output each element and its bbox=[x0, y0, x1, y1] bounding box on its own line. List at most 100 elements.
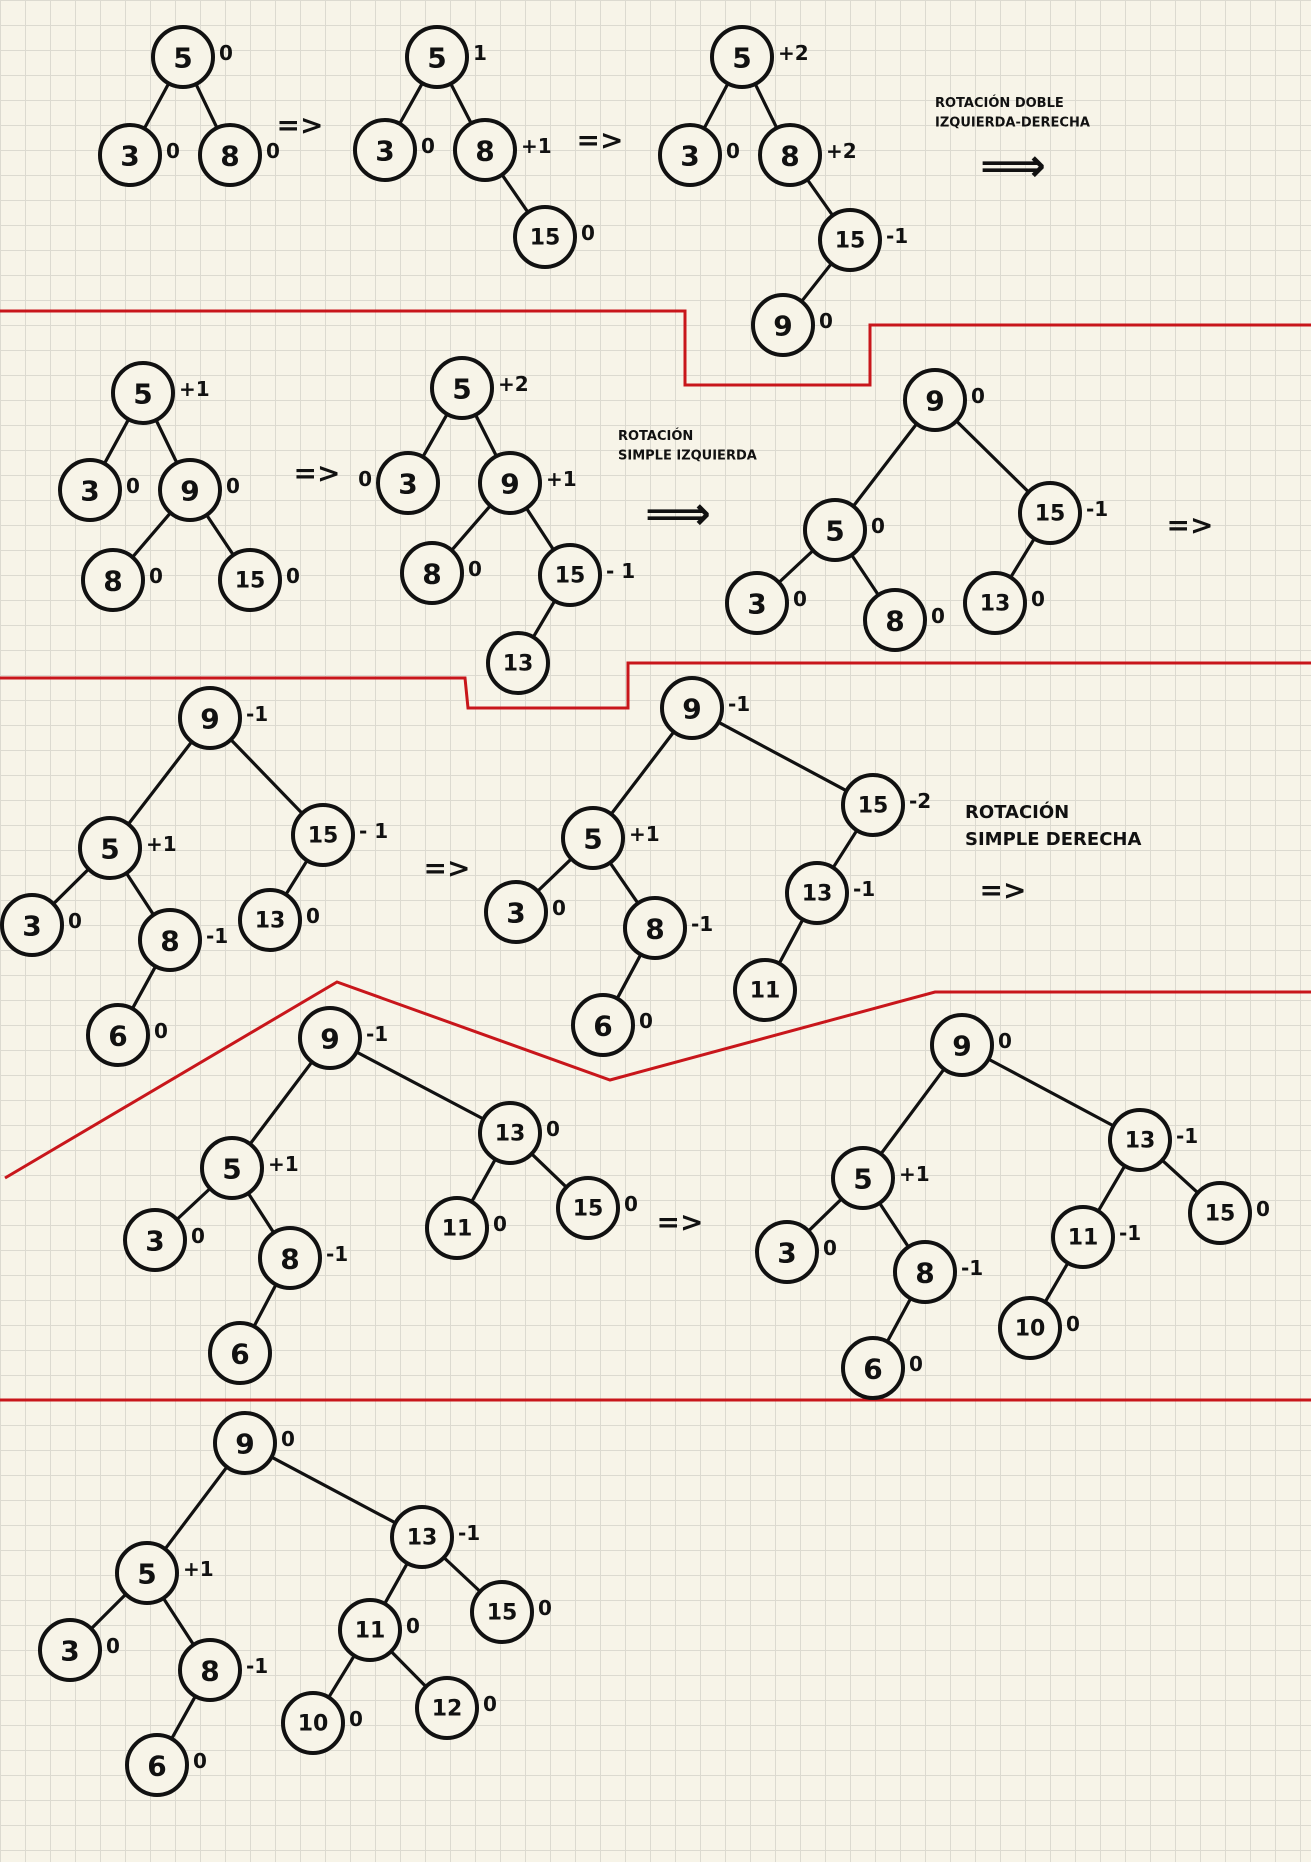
arrow-7: => bbox=[424, 852, 471, 885]
node-key: 9 bbox=[925, 385, 944, 418]
tree-8-edge-3 bbox=[536, 857, 573, 893]
tree-8-node-13: 13-1 bbox=[785, 861, 875, 925]
balance-factor: 0 bbox=[191, 1224, 205, 1248]
balance-factor: 0 bbox=[281, 1427, 295, 1451]
node-key: 5 bbox=[732, 42, 751, 75]
node-key: 15 bbox=[555, 564, 586, 589]
node-key: 9 bbox=[320, 1023, 339, 1056]
tree-8-edge-5 bbox=[831, 828, 859, 870]
node-key: 8 bbox=[103, 565, 122, 598]
balance-factor: +1 bbox=[546, 467, 577, 491]
tree-11-edge-4 bbox=[161, 1596, 196, 1647]
balance-factor: -1 bbox=[366, 1022, 388, 1046]
balance-factor: -1 bbox=[1119, 1221, 1141, 1245]
node-circle bbox=[893, 1240, 957, 1304]
balance-factor: 0 bbox=[149, 564, 163, 588]
tree-4-node-5: 5+1 bbox=[111, 361, 210, 425]
node-key: 5 bbox=[427, 42, 446, 75]
node-circle bbox=[405, 25, 469, 89]
tree-8-node-15: 15-2 bbox=[841, 773, 931, 837]
balance-factor: +1 bbox=[521, 134, 552, 158]
tree-6-node-15: 15-1 bbox=[1018, 481, 1108, 545]
node-key: 8 bbox=[220, 140, 239, 173]
tree-6-edge-1 bbox=[851, 422, 919, 508]
node-circle bbox=[538, 543, 602, 607]
node-circle bbox=[903, 368, 967, 432]
balance-factor: 0 bbox=[406, 1614, 420, 1638]
node-key: 8 bbox=[475, 135, 494, 168]
balance-factor: +2 bbox=[778, 41, 809, 65]
node-circle bbox=[58, 458, 122, 522]
divider-1 bbox=[0, 309, 1311, 387]
node-key: 3 bbox=[777, 1237, 796, 1270]
tree-4-edge-1 bbox=[102, 417, 131, 466]
balance-factor: 0 bbox=[219, 41, 233, 65]
balance-factor: +1 bbox=[268, 1152, 299, 1176]
node-key: 13 bbox=[503, 652, 534, 677]
node-circle bbox=[200, 1136, 264, 1200]
node-circle bbox=[751, 293, 815, 357]
balance-factor: 0 bbox=[909, 1352, 923, 1376]
edges-layer bbox=[51, 81, 1200, 1741]
node-key: 8 bbox=[915, 1257, 934, 1290]
node-circle bbox=[841, 773, 905, 837]
node-key: 8 bbox=[160, 925, 179, 958]
node-key: 3 bbox=[145, 1225, 164, 1258]
node-key: 15 bbox=[308, 824, 339, 849]
tree-5-edge-3 bbox=[450, 504, 492, 552]
tree-9-edge-7 bbox=[252, 1282, 278, 1329]
tree-8-edge-7 bbox=[777, 917, 805, 966]
tree-11-edge-8 bbox=[327, 1653, 356, 1700]
balance-factor: -1 bbox=[886, 224, 908, 248]
node-key: 11 bbox=[1068, 1226, 1099, 1251]
tree-8-node-11: 11 bbox=[733, 958, 797, 1022]
node-circle bbox=[1018, 481, 1082, 545]
tree-1-edge-2 bbox=[194, 82, 219, 130]
tree-3-node-8: 8+2 bbox=[758, 123, 857, 187]
balance-factor: +1 bbox=[629, 822, 660, 846]
balance-factor: -1 bbox=[206, 924, 228, 948]
balance-factor: 0 bbox=[1066, 1312, 1080, 1336]
arrow-2: => bbox=[577, 124, 624, 157]
balance-factor: 0 bbox=[793, 587, 807, 611]
balance-factor: -1 bbox=[326, 1242, 348, 1266]
tree-11-edge-1 bbox=[163, 1465, 229, 1551]
tree-4-edge-2 bbox=[154, 418, 179, 465]
tree-5-node-9: 9+1 bbox=[478, 451, 577, 515]
node-key: 5 bbox=[133, 378, 152, 411]
tree-2-edge-3 bbox=[500, 173, 530, 214]
balance-factor: 0 bbox=[286, 564, 300, 588]
balance-factor: 0 bbox=[154, 1019, 168, 1043]
node-circle bbox=[338, 1598, 402, 1662]
node-key: 3 bbox=[22, 910, 41, 943]
arrow-8: => bbox=[980, 874, 1027, 907]
balance-factor: -1 bbox=[1086, 497, 1108, 521]
node-circle bbox=[785, 861, 849, 925]
balance-factor: -1 bbox=[246, 1654, 268, 1678]
node-key: 13 bbox=[1125, 1129, 1156, 1154]
node-key: 9 bbox=[235, 1428, 254, 1461]
node-key: 5 bbox=[825, 515, 844, 548]
node-circle bbox=[258, 1226, 322, 1290]
node-circle bbox=[400, 541, 464, 605]
node-circle bbox=[238, 888, 302, 952]
node-circle bbox=[658, 123, 722, 187]
balance-factor: 0 bbox=[624, 1192, 638, 1216]
balance-factor: 0 bbox=[819, 309, 833, 333]
tree-7-node-5: 5+1 bbox=[78, 816, 177, 880]
node-circle bbox=[281, 1691, 345, 1755]
arrow-3: ⟹ bbox=[980, 138, 1046, 192]
node-key: 8 bbox=[780, 140, 799, 173]
tree-6-edge-4 bbox=[850, 553, 880, 597]
